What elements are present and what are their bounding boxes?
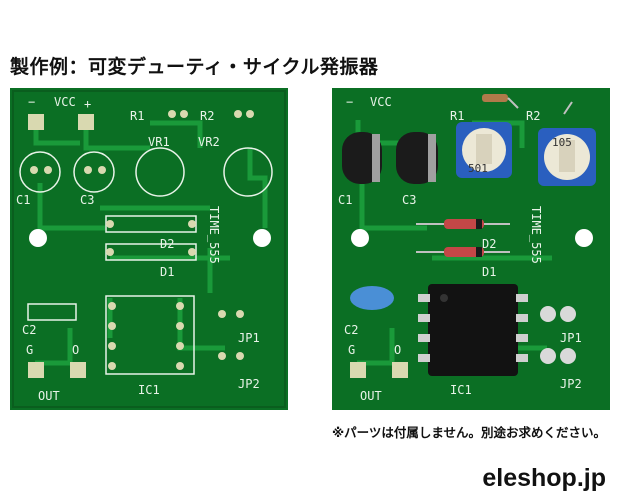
- svg-text:G: G: [348, 343, 355, 357]
- diode-d1: [416, 247, 510, 257]
- svg-text:VR1: VR1: [148, 135, 170, 149]
- parts-not-included-note: ※パーツは付属しません。別途お求めください。: [331, 425, 606, 440]
- svg-text:JP1: JP1: [560, 331, 582, 345]
- svg-text:D1: D1: [160, 265, 174, 279]
- trimmer-vr2: 105: [538, 128, 596, 186]
- capacitor-c2: [350, 286, 394, 310]
- svg-text:OUT: OUT: [38, 389, 60, 403]
- svg-text:D2: D2: [482, 237, 496, 251]
- svg-text:IC1: IC1: [450, 383, 472, 397]
- site-name: eleshop.jp: [482, 464, 606, 492]
- silkscreen-text: − VCC R1 R2 C1 C3 D2 D1 C2 G O OUT JP1 J…: [338, 95, 582, 403]
- svg-text:O: O: [72, 343, 79, 357]
- svg-text:105: 105: [552, 136, 572, 149]
- out-pad-g: [350, 362, 366, 378]
- pcb-pads: [28, 110, 254, 378]
- svg-text:JP2: JP2: [238, 377, 260, 391]
- jumper-jp1: [540, 306, 556, 322]
- silkscreen-text: − VCC + R1 R2 VR1 VR2 C1 C3 D2 D1 C2 G O…: [16, 95, 260, 403]
- diode-d2: [416, 219, 510, 229]
- mounting-hole: [575, 229, 593, 247]
- svg-text:JP1: JP1: [238, 331, 260, 345]
- svg-text:C2: C2: [344, 323, 358, 337]
- svg-text:IC1: IC1: [138, 383, 160, 397]
- trimmer-vr1: 501: [456, 122, 512, 178]
- mounting-hole: [29, 229, 47, 247]
- svg-text:−: −: [28, 95, 35, 109]
- time-555-label: TIME_555: [529, 206, 543, 264]
- capacitor-c3: [396, 132, 438, 184]
- ic1-555-chip: [418, 284, 528, 376]
- svg-text:VCC: VCC: [54, 95, 76, 109]
- time-555-label: TIME_555: [207, 206, 221, 264]
- svg-text:VR2: VR2: [198, 135, 220, 149]
- svg-text:C1: C1: [338, 193, 352, 207]
- out-pad-o: [392, 362, 408, 378]
- mounting-hole: [253, 229, 271, 247]
- svg-text:D1: D1: [482, 265, 496, 279]
- bare-pcb-photo: − VCC + R1 R2 VR1 VR2 C1 C3 D2 D1 C2 G O…: [10, 88, 288, 410]
- svg-text:C1: C1: [16, 193, 30, 207]
- svg-text:R2: R2: [526, 109, 540, 123]
- svg-text:+: +: [84, 97, 91, 111]
- resistor-r1: [482, 94, 508, 102]
- svg-text:O: O: [394, 343, 401, 357]
- svg-text:VCC: VCC: [370, 95, 392, 109]
- svg-text:C3: C3: [402, 193, 416, 207]
- svg-text:R2: R2: [200, 109, 214, 123]
- svg-text:R1: R1: [130, 109, 144, 123]
- jumper-jp2: [540, 348, 556, 364]
- mounting-hole: [351, 229, 369, 247]
- capacitor-c1: [342, 132, 382, 184]
- svg-text:C2: C2: [22, 323, 36, 337]
- svg-text:JP2: JP2: [560, 377, 582, 391]
- page-title: 製作例：可変デューティ・サイクル発振器: [10, 56, 379, 78]
- svg-text:C3: C3: [80, 193, 94, 207]
- svg-text:501: 501: [468, 162, 488, 175]
- svg-text:OUT: OUT: [360, 389, 382, 403]
- svg-text:G: G: [26, 343, 33, 357]
- assembled-pcb-photo: − VCC R1 R2 C1 C3 D2 D1 C2 G O OUT JP1 J…: [332, 88, 610, 410]
- svg-text:R1: R1: [450, 109, 464, 123]
- svg-text:−: −: [346, 95, 353, 109]
